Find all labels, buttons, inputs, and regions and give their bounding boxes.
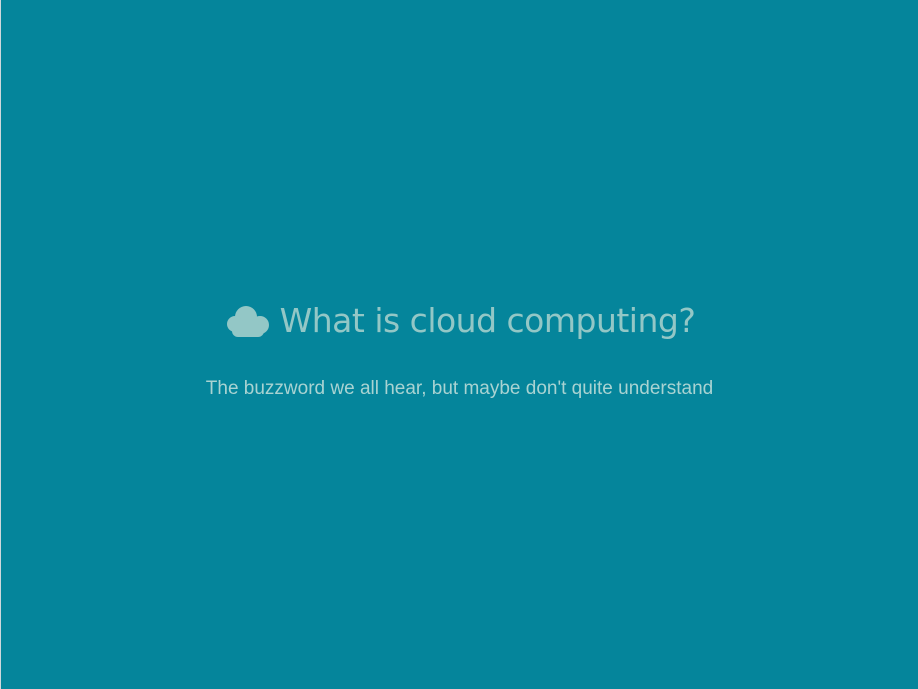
title-row: What is cloud computing? (1, 300, 918, 342)
page-title: What is cloud computing? (279, 301, 696, 340)
page-subtitle: The buzzword we all hear, but maybe don'… (205, 378, 714, 399)
cloud-icon (224, 304, 270, 338)
